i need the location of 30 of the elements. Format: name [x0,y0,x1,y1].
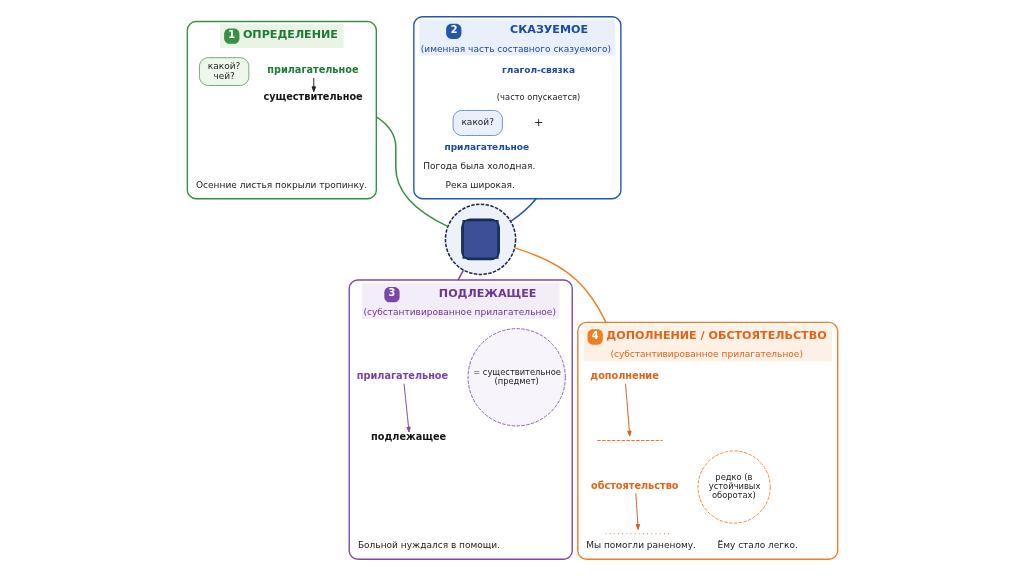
label: Погода была холодная. [422,161,535,172]
node-box: какой? [452,110,503,136]
arrow [311,77,316,93]
node-line [596,439,663,442]
connector [509,197,537,223]
node-circle: редко (в устойчивых оборотах) [697,450,771,524]
node-text: существительное [262,90,363,102]
label: (часто опускается) [496,92,580,103]
label: Мы помогли раненому. [585,540,696,551]
label: прилагательное [443,141,529,152]
label: + [533,115,543,129]
node-circle [444,203,516,276]
node-text: подлежащее [370,431,446,443]
label: глагол-связка [501,65,575,76]
connector [375,116,449,228]
label: Ёму стало легко. [716,540,798,551]
node-box: какой? чей? [198,57,249,86]
label: Осенние листья покрыли тропинку. [195,179,367,190]
arrow [403,383,411,433]
node-circle: = существительное (предмет) [467,328,566,427]
connector [456,269,464,281]
label: Больной нуждался в помощи. [357,540,500,551]
node-text: обстоятельство [590,479,678,491]
node-text: прилагательное [266,64,358,76]
arrow [634,492,640,530]
node-text: дополнение [589,370,659,382]
label: Река широкая. [444,179,515,190]
connector [513,247,607,324]
node-text: прилагательное [356,370,448,382]
arrow [624,383,632,437]
